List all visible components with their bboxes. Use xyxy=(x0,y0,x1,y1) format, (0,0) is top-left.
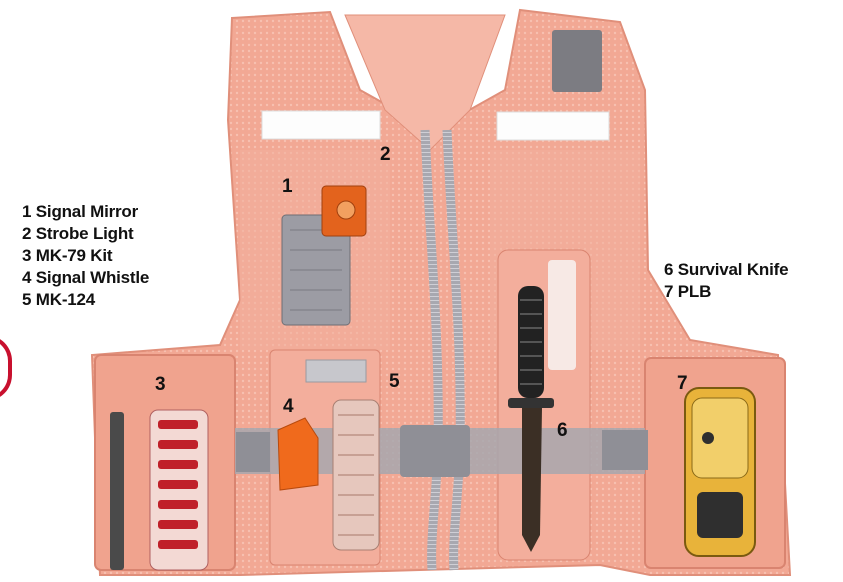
legend-right: 6 Survival Knife 7 PLB xyxy=(664,259,788,303)
legend-item: 7 PLB xyxy=(664,281,788,303)
legend-item: 5 MK-124 xyxy=(22,289,149,311)
callout-5: 5 xyxy=(389,371,400,393)
legend-item: 4 Signal Whistle xyxy=(22,267,149,289)
legend-left: 1 Signal Mirror 2 Strobe Light 3 MK-79 K… xyxy=(22,201,149,311)
callout-3: 3 xyxy=(155,374,166,396)
legend-item: 6 Survival Knife xyxy=(664,259,788,281)
callout-4: 4 xyxy=(283,396,294,418)
shoulder-tab xyxy=(552,30,602,92)
legend-item: 1 Signal Mirror xyxy=(22,201,149,223)
legend-item: 3 MK-79 Kit xyxy=(22,245,149,267)
callout-2: 2 xyxy=(380,144,391,166)
callout-6: 6 xyxy=(557,420,568,442)
reflective-strip-left xyxy=(262,111,380,139)
callout-1: 1 xyxy=(282,176,293,198)
legend-item: 2 Strobe Light xyxy=(22,223,149,245)
callout-7: 7 xyxy=(677,373,688,395)
plb-beacon xyxy=(685,388,755,556)
signal-whistle xyxy=(278,418,318,490)
reflective-strip-right xyxy=(497,112,609,140)
